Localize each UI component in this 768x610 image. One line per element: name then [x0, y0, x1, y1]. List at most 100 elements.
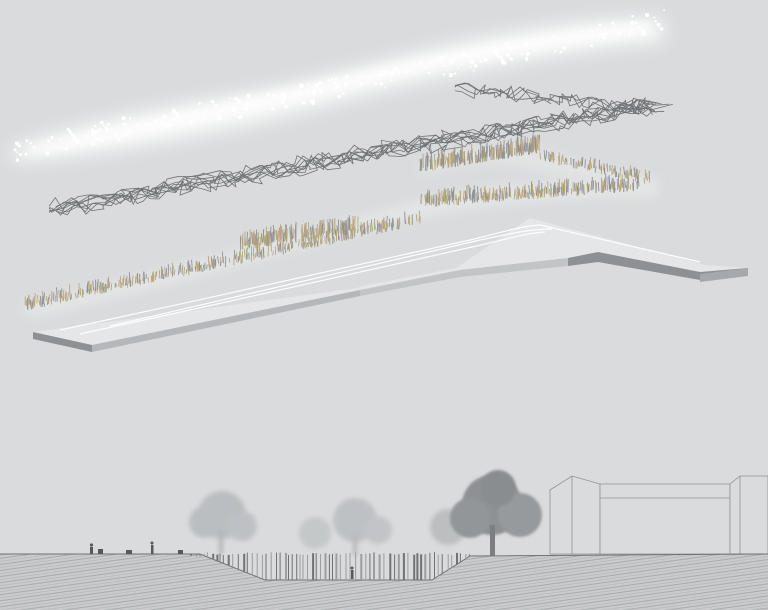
section-post [256, 553, 258, 577]
grass-stroke [308, 237, 310, 245]
light-dot [524, 42, 528, 47]
section-post [296, 554, 298, 580]
grass-stroke [392, 218, 394, 227]
grass-stroke [537, 184, 540, 197]
grass-stroke [583, 184, 585, 191]
grass-stroke [590, 180, 593, 191]
light-dot [590, 44, 593, 47]
light-dot [47, 139, 51, 143]
light-dot [591, 30, 594, 34]
grass-stroke [38, 299, 41, 306]
grass-stroke [301, 242, 303, 248]
grass-stroke [246, 231, 249, 246]
light-dot [479, 60, 483, 64]
light-dot [575, 36, 578, 39]
grass-stroke [338, 235, 341, 241]
grass-stroke [183, 267, 186, 277]
section-post [299, 554, 301, 580]
light-dot [32, 145, 36, 149]
section-post [324, 553, 327, 580]
grass-stroke [536, 187, 538, 197]
section-post [332, 553, 333, 580]
light-dot [16, 151, 19, 154]
section-post [203, 553, 205, 556]
section-post [447, 554, 449, 571]
grass-stroke [45, 295, 47, 302]
grass-stroke [623, 166, 626, 176]
section-post [243, 553, 246, 572]
light-dot [630, 28, 633, 31]
light-dot [127, 130, 131, 134]
light-dot [339, 89, 342, 92]
grass-stroke [496, 188, 499, 200]
light-dot [553, 49, 557, 52]
grass-stroke [635, 168, 637, 177]
grass-stroke [509, 186, 512, 198]
light-dot [172, 116, 176, 120]
grass-stroke [432, 198, 434, 204]
grass-stroke [458, 196, 460, 204]
grass-stroke [280, 226, 283, 243]
grass-stroke [98, 285, 101, 294]
light-dot [334, 77, 338, 80]
grass-stroke [404, 211, 406, 224]
light-dot [160, 121, 164, 125]
grass-stroke [311, 226, 313, 236]
grass-stroke [383, 219, 385, 227]
grass-stroke [164, 266, 166, 277]
people-figures [89, 541, 354, 579]
section-post [429, 552, 431, 580]
grass-stroke [308, 221, 310, 236]
grass-stroke [609, 183, 612, 191]
grass-stroke [505, 187, 507, 199]
light-dot [659, 27, 664, 31]
slab-right-face [568, 252, 748, 280]
grass-stroke [266, 233, 269, 246]
light-dot [107, 122, 110, 126]
grass-stroke [556, 186, 559, 194]
light-canopy-core [30, 22, 650, 155]
grass-stroke [261, 250, 263, 260]
grass-stroke [194, 266, 197, 272]
grass-stroke [185, 269, 188, 274]
light-dot [175, 112, 180, 117]
section-post [291, 554, 293, 580]
section-post [339, 554, 341, 580]
light-dot [282, 93, 287, 98]
light-dot [332, 88, 335, 92]
section-post [216, 554, 219, 561]
grass-stroke [586, 183, 589, 193]
light-dot [100, 120, 104, 125]
light-dot [306, 83, 309, 86]
grass-stroke [272, 231, 274, 242]
light-dot [654, 20, 657, 23]
grass-stroke [446, 196, 449, 205]
section-post [373, 552, 375, 580]
grass-stroke [490, 149, 492, 160]
light-dot [645, 13, 650, 17]
grass-stroke [278, 228, 281, 240]
light-dot [270, 106, 275, 111]
grass-stroke [606, 184, 609, 191]
grass-stroke [482, 195, 484, 201]
grass-stroke [597, 182, 600, 192]
grass-stroke [426, 192, 429, 203]
light-dot [470, 59, 475, 64]
light-dot [663, 9, 666, 11]
section-post [276, 552, 277, 580]
grass-stroke [424, 155, 427, 171]
light-dot [246, 93, 251, 98]
grass-stroke [602, 162, 605, 171]
grass-stroke [526, 191, 529, 198]
grass-stroke [590, 162, 593, 169]
light-dot [272, 93, 276, 97]
light-dot [228, 97, 231, 100]
section-post [199, 554, 202, 557]
grass-stroke [197, 262, 200, 272]
slab-front-face-long [92, 290, 360, 352]
light-dot [313, 99, 316, 102]
grass-stroke [329, 218, 331, 234]
light-dot [45, 151, 50, 156]
grass-stroke [539, 152, 542, 160]
light-dot [605, 32, 608, 35]
